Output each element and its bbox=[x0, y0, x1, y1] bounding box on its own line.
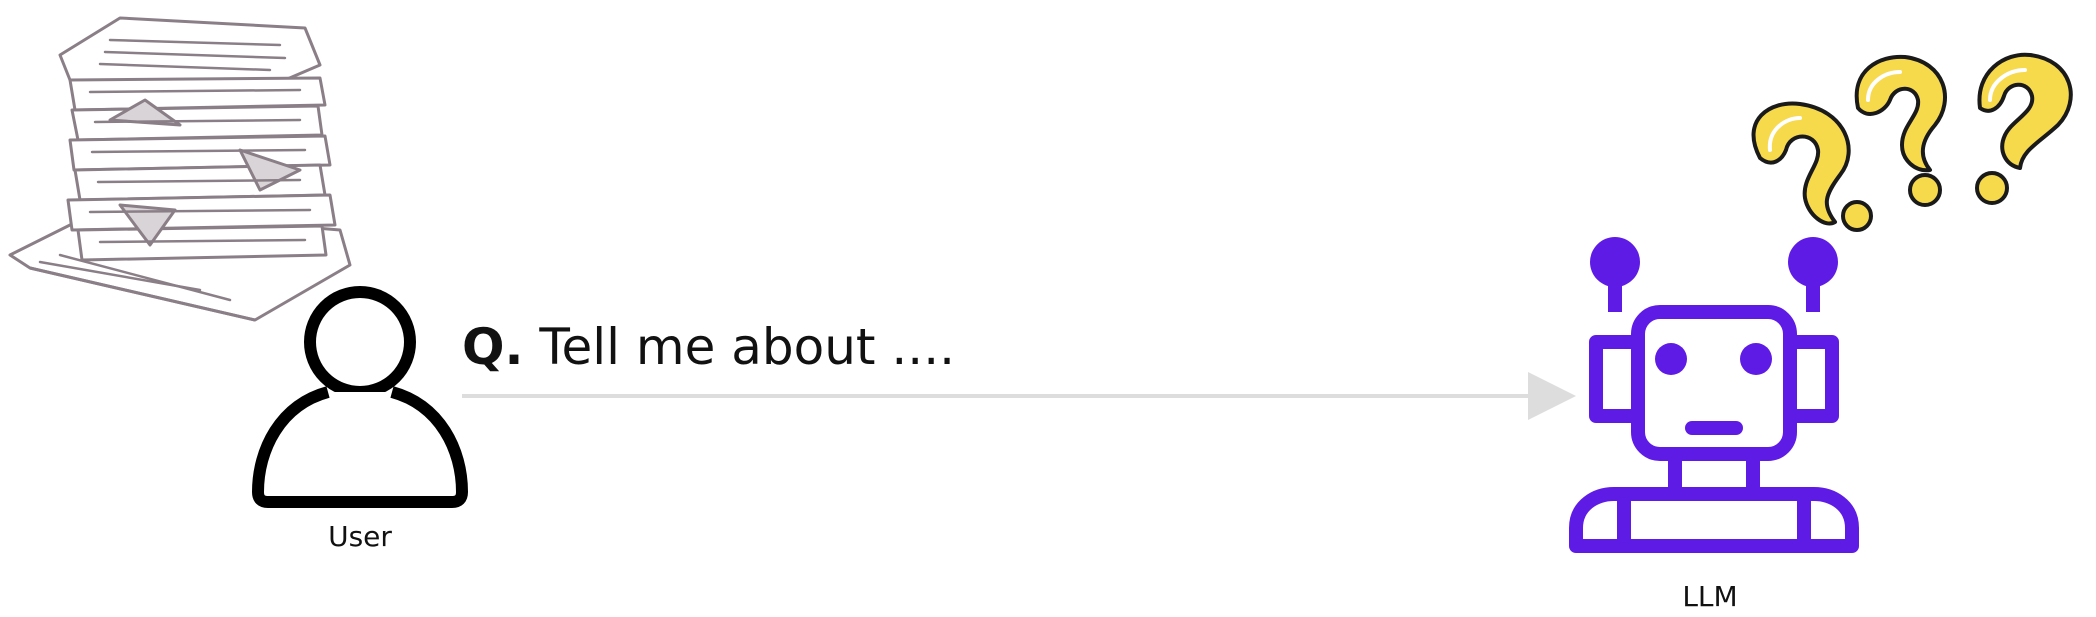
user-icon bbox=[251, 286, 469, 508]
paper-stack-icon bbox=[8, 16, 352, 322]
question-marks-icon bbox=[1751, 52, 2073, 232]
question-prefix: Q. bbox=[462, 318, 524, 376]
robot-icon bbox=[1569, 237, 1859, 553]
question-text: Q. Tell me about .... bbox=[462, 318, 955, 376]
user-label: User bbox=[328, 520, 392, 553]
question-body: Tell me about .... bbox=[539, 318, 955, 376]
llm-label: LLM bbox=[1682, 580, 1738, 613]
